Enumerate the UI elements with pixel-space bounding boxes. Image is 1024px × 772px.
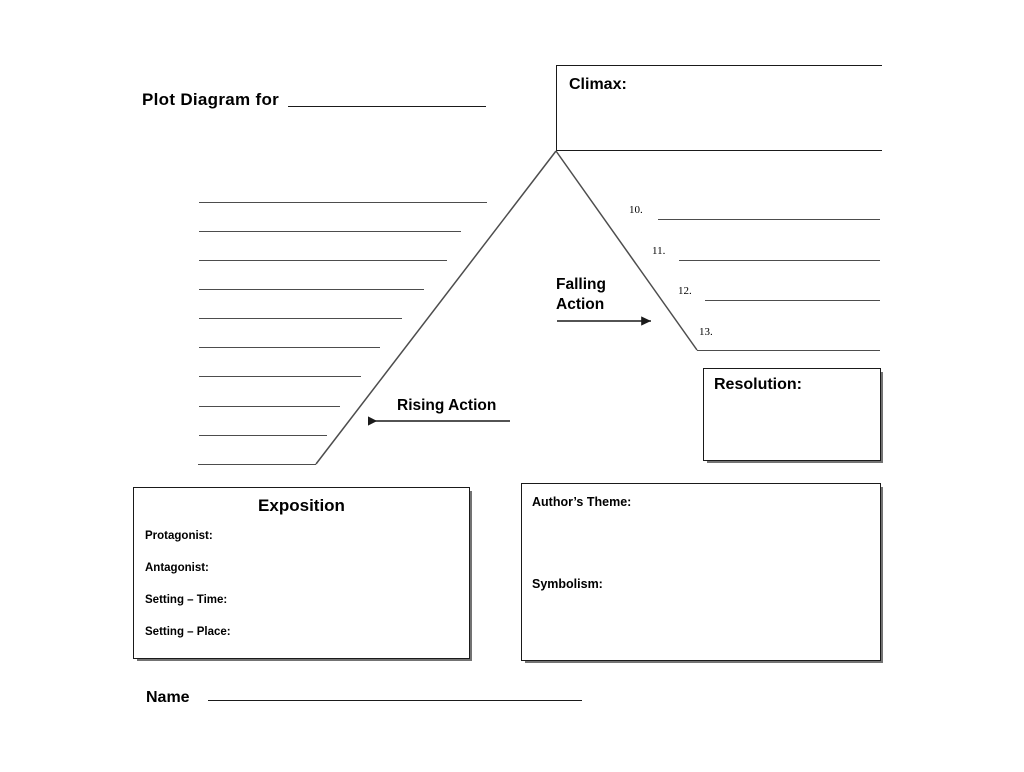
exposition-field-setting-time[interactable]: Setting – Time: (145, 594, 228, 606)
exposition-box[interactable]: Exposition Protagonist: Antagonist: Sett… (133, 487, 470, 659)
falling-action-line[interactable] (697, 350, 880, 351)
authors-theme-heading: Author’s Theme: (532, 495, 632, 509)
rising-action-line[interactable] (199, 406, 340, 407)
falling-action-number: 10. (629, 204, 643, 216)
rising-action-line[interactable] (198, 464, 316, 465)
name-blank-line[interactable] (208, 700, 582, 701)
rising-action-line[interactable] (199, 318, 402, 319)
exposition-heading: Exposition (258, 496, 345, 515)
page-title: Plot Diagram for (142, 90, 280, 109)
climax-box[interactable]: Climax: (556, 65, 882, 151)
falling-action-label-line1: Falling (556, 276, 606, 293)
exposition-field-antagonist[interactable]: Antagonist: (145, 562, 209, 574)
authors-theme-box[interactable]: Author’s Theme: Symbolism: (521, 483, 881, 661)
falling-action-line[interactable] (658, 219, 880, 220)
falling-action-label: Falling Action (556, 275, 606, 315)
resolution-box[interactable]: Resolution: (703, 368, 881, 461)
falling-action-line[interactable] (705, 300, 880, 301)
falling-action-line[interactable] (679, 260, 880, 261)
rising-action-line[interactable] (199, 376, 361, 377)
rising-action-line[interactable] (199, 202, 487, 203)
rising-action-line[interactable] (199, 231, 461, 232)
rising-action-slope (315, 150, 557, 465)
rising-action-line[interactable] (199, 435, 327, 436)
rising-action-line[interactable] (199, 289, 424, 290)
exposition-field-setting-place[interactable]: Setting – Place: (145, 626, 231, 638)
falling-action-number: 11. (652, 245, 666, 257)
rising-action-line[interactable] (199, 260, 447, 261)
exposition-field-protagonist[interactable]: Protagonist: (145, 530, 213, 542)
falling-action-label-line2: Action (556, 296, 605, 313)
resolution-heading: Resolution: (714, 376, 802, 393)
title-blank-line[interactable] (288, 106, 486, 107)
name-label: Name (146, 689, 190, 706)
rising-action-label: Rising Action (397, 397, 497, 414)
falling-action-number: 12. (678, 285, 692, 297)
symbolism-heading: Symbolism: (532, 577, 603, 591)
rising-action-line[interactable] (199, 347, 380, 348)
climax-heading: Climax: (569, 76, 627, 93)
falling-action-number: 13. (699, 326, 713, 338)
falling-action-slope (555, 150, 698, 351)
